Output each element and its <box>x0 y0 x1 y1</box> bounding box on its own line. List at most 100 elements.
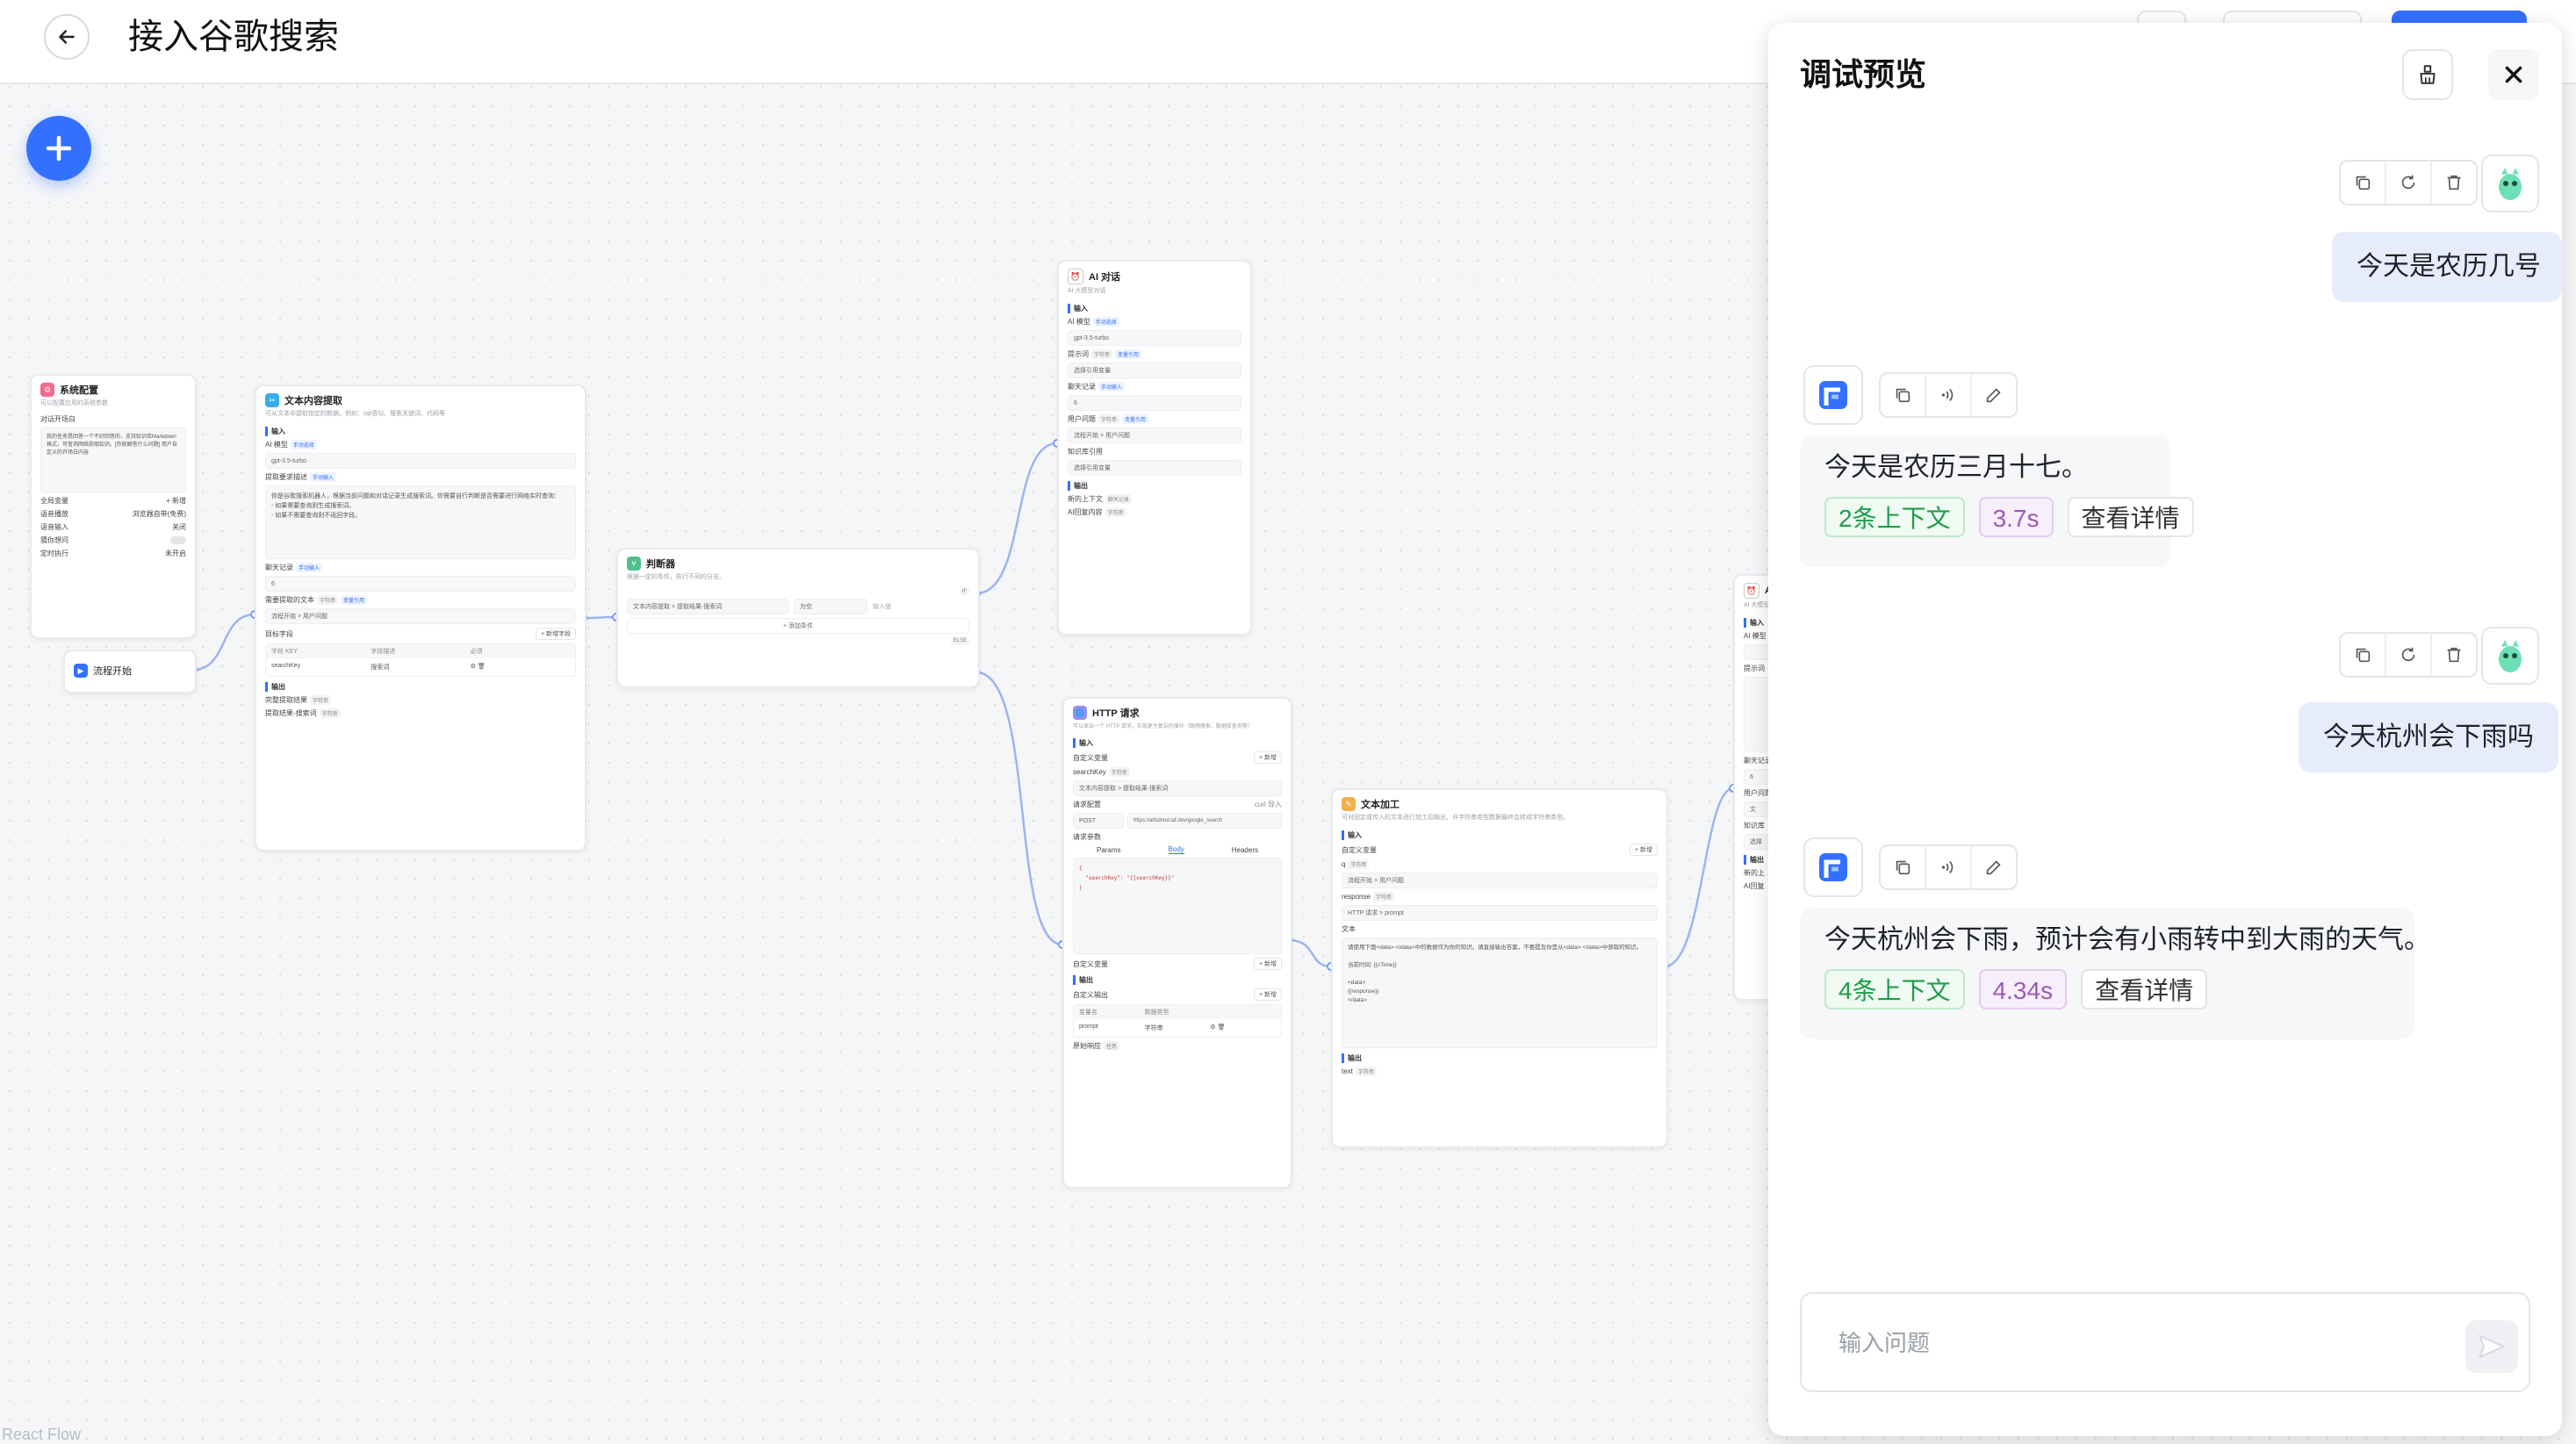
extract-history-input[interactable]: 6 <box>265 576 576 592</box>
tab-body[interactable]: Body <box>1168 845 1184 854</box>
extract-req-textarea[interactable]: 你是谷歌搜索机器人，根据当前问题和对话记录生成搜索词。你需要自行判断是否需要进行… <box>265 485 576 559</box>
context-count-badge[interactable]: 4条上下文 <box>1824 969 1965 1009</box>
user-message-toolbar <box>2339 160 2478 205</box>
row-actions-icon[interactable]: ⚙ 🗑 <box>470 664 486 670</box>
curl-import-link[interactable]: curl 导入 <box>1254 801 1282 808</box>
ai-kb-select[interactable]: 选择引用变量 <box>1068 460 1241 476</box>
http-method-select[interactable]: POST <box>1073 813 1124 829</box>
http-url-input[interactable]: https://aifsdnnd.laf.dev/google_search <box>1127 813 1282 829</box>
system-config-desc: 可以配置应用的系统参数 <box>40 400 108 406</box>
user-avatar <box>2481 627 2539 685</box>
cond-var-select[interactable]: 文本内容提取 > 提取结果-搜索词 <box>627 599 788 614</box>
copy-icon <box>2356 648 2371 663</box>
node-http-request[interactable]: 🌐 HTTP 请求 可以发出一个 HTTP 请求，实现更为复杂的操作（联网搜索、数… <box>1062 697 1292 1189</box>
node-text-extract[interactable]: ✂文本内容提取 可从文本中提取指定的数据，例如：sql语句、搜索关键词、代码等 … <box>255 384 586 851</box>
add-field-button[interactable]: + 新增字段 <box>535 628 576 640</box>
cond-op-select[interactable]: 为空 <box>794 599 867 614</box>
tab-params[interactable]: Params <box>1096 845 1121 854</box>
refresh-icon <box>2401 175 2415 190</box>
copy-button[interactable] <box>2341 634 2385 676</box>
speaker-icon <box>1941 861 1954 873</box>
send-button[interactable] <box>2465 1320 2518 1373</box>
speak-button[interactable] <box>1925 846 1970 888</box>
ai-question-select[interactable]: 流程开始 > 用户问题 <box>1068 427 1241 443</box>
response-time-badge: 4.34s <box>1978 969 2068 1009</box>
system-item-schedule[interactable]: 定时执行未开启 <box>40 550 186 557</box>
view-detail-button[interactable]: 查看详情 <box>2081 969 2208 1009</box>
http-desc: 可以发出一个 HTTP 请求，实现更为复杂的操作（联网搜索、数据库查询等） <box>1073 724 1253 729</box>
edge-http-text <box>1288 938 1332 968</box>
http-var-select[interactable]: 文本内容提取 > 提取结果-搜索词 <box>1073 780 1282 796</box>
delete-button[interactable] <box>2430 162 2476 204</box>
row-actions-icon[interactable]: ⚙ 🗑 <box>1210 1024 1226 1031</box>
chat-input[interactable] <box>1837 1322 2420 1364</box>
user-avatar-icon <box>2499 640 2522 672</box>
back-button[interactable] <box>44 14 90 60</box>
context-count-badge[interactable]: 2条上下文 <box>1824 497 1965 537</box>
speaker-icon <box>1941 389 1954 401</box>
response-time-badge: 3.7s <box>1978 497 2054 537</box>
system-item-voice-input[interactable]: 语音输入关闭 <box>40 523 186 531</box>
copy-button[interactable] <box>1881 846 1925 888</box>
ai-prompt-select[interactable]: 选择引用变量 <box>1068 363 1241 378</box>
speak-button[interactable] <box>1925 374 1970 416</box>
react-flow-attribution[interactable]: React Flow <box>2 1426 82 1443</box>
text-add-var-button[interactable]: + 新增 <box>1629 844 1658 856</box>
add-condition-button[interactable]: + 添加条件 <box>627 618 969 634</box>
text-process-desc: 可对固定或传入的文本进行加工后输出，非字符串类型数据最终会转成字符串类型。 <box>1342 815 1569 821</box>
ai-avatar <box>1803 837 1863 897</box>
lock-button[interactable] <box>2402 49 2453 100</box>
flow-start-icon: ▶ <box>74 664 88 678</box>
broom-icon <box>2420 65 2436 84</box>
edit-button[interactable] <box>1970 846 2016 888</box>
text-var1-select[interactable]: 流程开始 > 用户问题 <box>1342 873 1658 888</box>
extract-text-select[interactable]: 流程开始 > 用户问题 <box>265 608 576 624</box>
copy-button[interactable] <box>1881 374 1925 416</box>
user-avatar-icon <box>2499 168 2522 200</box>
judge-desc: 根据一定的条件，执行不同的分支。 <box>627 574 725 580</box>
delete-button[interactable] <box>2430 634 2476 676</box>
edge-text-ai2 <box>1664 787 1734 968</box>
ai-model-select[interactable]: gpt-3.5-turbo <box>1068 330 1241 346</box>
node-system-config[interactable]: ⚙系统配置 可以配置应用的系统参数 对话开场白 我的任务是回答一个不好回答的，支… <box>30 374 197 639</box>
suggest-toggle[interactable] <box>170 536 186 544</box>
edit-button[interactable] <box>1970 374 2016 416</box>
user-message-bubble: 今天是农历几号 <box>2332 232 2562 302</box>
http-add-output-button[interactable]: + 新增 <box>1253 988 1282 1001</box>
ai-history-input[interactable]: 6 <box>1068 395 1241 411</box>
user-avatar <box>2481 154 2539 212</box>
system-item-tts[interactable]: 语音播放浏览器自带(免费) <box>40 510 186 518</box>
extract-model-select[interactable]: gpt-3.5-turbo <box>265 453 576 469</box>
debug-preview-panel: 调试预览 今天是农历几号 今天是农历三月十七。 2条上下文 3.7s 查看详情 <box>1768 23 2562 1436</box>
retry-button[interactable] <box>2385 634 2430 676</box>
node-text-process[interactable]: ✎文本加工 可对固定或传入的文本进行加工后输出，非字符串类型数据最终会转成字符串… <box>1331 788 1668 1148</box>
http-add-var2-button[interactable]: + 新增 <box>1253 958 1282 970</box>
edge-judge-ai <box>975 442 1058 595</box>
user-message-bubble: 今天杭州会下雨吗 <box>2299 702 2558 772</box>
node-ai-chat[interactable]: ⏰AI 对话 AI 大模型对话 输入 AI 模型手动选择 gpt-3.5-tur… <box>1057 260 1252 636</box>
retry-button[interactable] <box>2385 162 2430 204</box>
system-item-vars[interactable]: 全局变量+ 新增 <box>40 497 186 505</box>
http-add-var-button[interactable]: + 新增 <box>1253 751 1282 764</box>
node-flow-start[interactable]: ▶ 流程开始 <box>63 650 197 693</box>
view-detail-button[interactable]: 查看详情 <box>2067 497 2194 537</box>
ai-chat-2-icon: ⏰ <box>1744 583 1759 599</box>
ai-message-text: 今天杭州会下雨，预计会有小雨转中到大雨的天气。 <box>1824 925 2430 954</box>
flow-start-title: 流程开始 <box>93 666 132 677</box>
http-title: HTTP 请求 <box>1092 708 1140 719</box>
node-judge[interactable]: ⑂判断器 根据一定的条件，执行不同的分支。 IF 文本内容提取 > 提取结果-搜… <box>616 548 980 688</box>
close-panel-button[interactable] <box>2488 49 2539 100</box>
opening-textarea[interactable]: 我的任务是回答一个不好回答的，支持知识库Markdown格式，可查询网络获取知识… <box>40 427 186 492</box>
cond-value-input[interactable]: 输入值 <box>873 604 891 610</box>
tab-headers[interactable]: Headers <box>1231 845 1258 854</box>
text-var2-select[interactable]: HTTP 请求 > prompt <box>1342 905 1658 921</box>
add-node-button[interactable] <box>26 116 91 181</box>
http-icon: 🌐 <box>1073 706 1087 720</box>
text-process-textarea[interactable]: 请使用下面<data> </data>中的数据作为你的知识。请直接输出答案，不要… <box>1342 938 1658 1048</box>
ai-message-toolbar <box>1879 844 2018 890</box>
copy-button[interactable] <box>2341 162 2385 204</box>
system-item-suggest[interactable]: 猜你想问 <box>40 535 186 545</box>
http-body-editor[interactable]: { "searchKey": "{{searchKey}}" } <box>1073 858 1282 954</box>
